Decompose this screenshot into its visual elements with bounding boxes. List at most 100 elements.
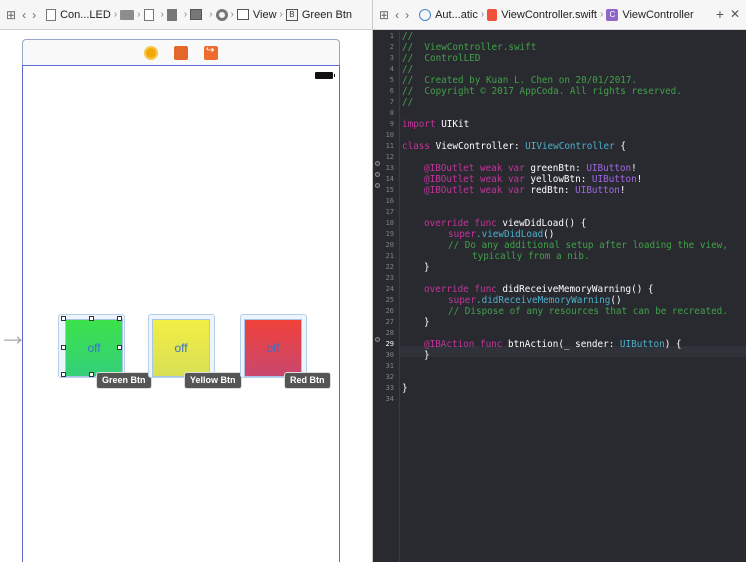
identifier: didReceiveMemoryWarning() { (496, 284, 654, 295)
resize-handle[interactable] (89, 372, 94, 377)
back-arrow-icon[interactable]: ‹ (395, 7, 400, 22)
line-number[interactable]: 12 (385, 153, 394, 161)
line-number[interactable]: 6 (389, 87, 394, 95)
project-file-icon (46, 8, 57, 21)
crumb-green-btn[interactable]: Green Btn (301, 8, 353, 21)
line-number[interactable]: 22 (385, 263, 394, 271)
crumb-class[interactable]: ViewController (622, 8, 694, 21)
yellow-button-title: off (174, 341, 188, 355)
resize-handle[interactable] (61, 345, 66, 350)
scene-icon[interactable] (190, 9, 203, 20)
punctuation: () (543, 229, 555, 240)
resize-handle[interactable] (61, 316, 66, 321)
line-number[interactable]: 33 (385, 384, 394, 392)
type-name: UIViewController (525, 141, 615, 152)
forward-arrow-icon[interactable]: › (405, 7, 410, 22)
resize-handle[interactable] (117, 345, 122, 350)
identifier: redBtn: (524, 185, 576, 196)
line-number[interactable]: 19 (385, 230, 394, 238)
pane-divider[interactable] (372, 0, 373, 562)
line-number[interactable]: 20 (385, 241, 394, 249)
line-number[interactable]: 25 (385, 296, 394, 304)
line-number[interactable]: 2 (389, 43, 394, 51)
red-button[interactable]: off (244, 319, 302, 377)
line-number[interactable]: 31 (385, 362, 394, 370)
line-number[interactable]: 4 (389, 65, 394, 73)
line-number[interactable]: 26 (385, 307, 394, 315)
outlet-connection-icon[interactable] (375, 183, 380, 188)
crumb-project[interactable]: Con...LED (60, 8, 111, 21)
identifier: yellowBtn: (524, 174, 592, 185)
line-number[interactable]: 28 (385, 329, 394, 337)
punctuation: ) { (664, 339, 682, 350)
code-line: @IBAction func btnAction(_ sender: UIBut… (424, 339, 682, 350)
code-folding-ribbon[interactable] (399, 31, 400, 562)
line-number[interactable]: 32 (385, 373, 394, 381)
line-number[interactable]: 3 (389, 54, 394, 62)
storyboard-file-icon[interactable] (143, 8, 154, 21)
line-number[interactable]: 9 (389, 120, 394, 128)
keyword: @IBOutlet weak var (424, 163, 525, 174)
related-items-icon[interactable]: ⊞ (379, 7, 390, 22)
code-line: override func didReceiveMemoryWarning() … (424, 284, 654, 295)
resize-handle[interactable] (117, 316, 122, 321)
line-number[interactable]: 13 (385, 164, 394, 172)
yellow-button[interactable]: off (152, 319, 210, 377)
outlet-connection-icon[interactable] (375, 172, 380, 177)
storyboard-canvas[interactable]: → off Green Btn off (0, 31, 372, 562)
line-number[interactable]: 17 (385, 208, 394, 216)
folder-icon[interactable] (120, 9, 135, 20)
line-number[interactable]: 29 (385, 340, 394, 348)
exit-icon[interactable] (204, 45, 218, 60)
line-number[interactable]: 14 (385, 175, 394, 183)
line-number[interactable]: 21 (385, 252, 394, 260)
crumb-separator-icon: › (279, 9, 283, 20)
line-number[interactable]: 5 (389, 76, 394, 84)
add-editor-icon[interactable]: + (715, 6, 724, 22)
line-number[interactable]: 11 (385, 142, 394, 150)
close-editor-icon[interactable]: ✕ (729, 7, 740, 21)
related-items-icon[interactable]: ⊞ (6, 7, 17, 22)
line-number[interactable]: 16 (385, 197, 394, 205)
line-number[interactable]: 7 (389, 98, 394, 106)
first-responder-icon[interactable] (174, 45, 188, 60)
code-text[interactable]: // // ViewController.swift // ControlLED… (402, 31, 746, 562)
code-line: super.viewDidLoad() (448, 229, 554, 240)
code-line: // (402, 64, 414, 75)
line-number[interactable]: 1 (389, 32, 394, 40)
resize-handle[interactable] (61, 372, 66, 377)
line-number[interactable]: 30 (385, 351, 394, 359)
view-controller-icon[interactable] (215, 8, 228, 21)
green-button[interactable]: off (65, 319, 123, 377)
line-number[interactable]: 10 (385, 131, 394, 139)
crumb-view[interactable]: View (252, 8, 277, 21)
type-name: UIButton (586, 163, 632, 174)
crumb-automatic[interactable]: Aut...atic (435, 8, 478, 21)
forward-arrow-icon[interactable]: › (32, 7, 37, 22)
identifier: greenBtn: (524, 163, 587, 174)
line-number[interactable]: 24 (385, 285, 394, 293)
action-connection-icon[interactable] (375, 337, 380, 342)
line-number[interactable]: 23 (385, 274, 394, 282)
keyword: override func (424, 284, 497, 295)
resize-handle[interactable] (89, 316, 94, 321)
code-line: // Do any additional setup after loading… (448, 240, 728, 251)
line-number[interactable]: 15 (385, 186, 394, 194)
line-number[interactable]: 18 (385, 219, 394, 227)
battery-icon (315, 72, 335, 79)
line-number[interactable]: 8 (389, 109, 394, 117)
outlet-connection-icon[interactable] (375, 161, 380, 166)
scene-file-icon[interactable] (166, 8, 177, 21)
line-number[interactable]: 27 (385, 318, 394, 326)
view-controller-dock-icon[interactable] (144, 45, 158, 60)
crumb-separator-icon: › (599, 9, 604, 20)
code-line: // ControlLED (402, 53, 481, 64)
crumb-file[interactable]: ViewController.swift (501, 8, 597, 21)
code-line: override func viewDidLoad() { (424, 218, 586, 229)
line-number[interactable]: 34 (385, 395, 394, 403)
back-arrow-icon[interactable]: ‹ (22, 7, 27, 22)
scene-dock (22, 39, 340, 65)
device-view[interactable]: off Green Btn off Yellow Btn (22, 65, 340, 562)
